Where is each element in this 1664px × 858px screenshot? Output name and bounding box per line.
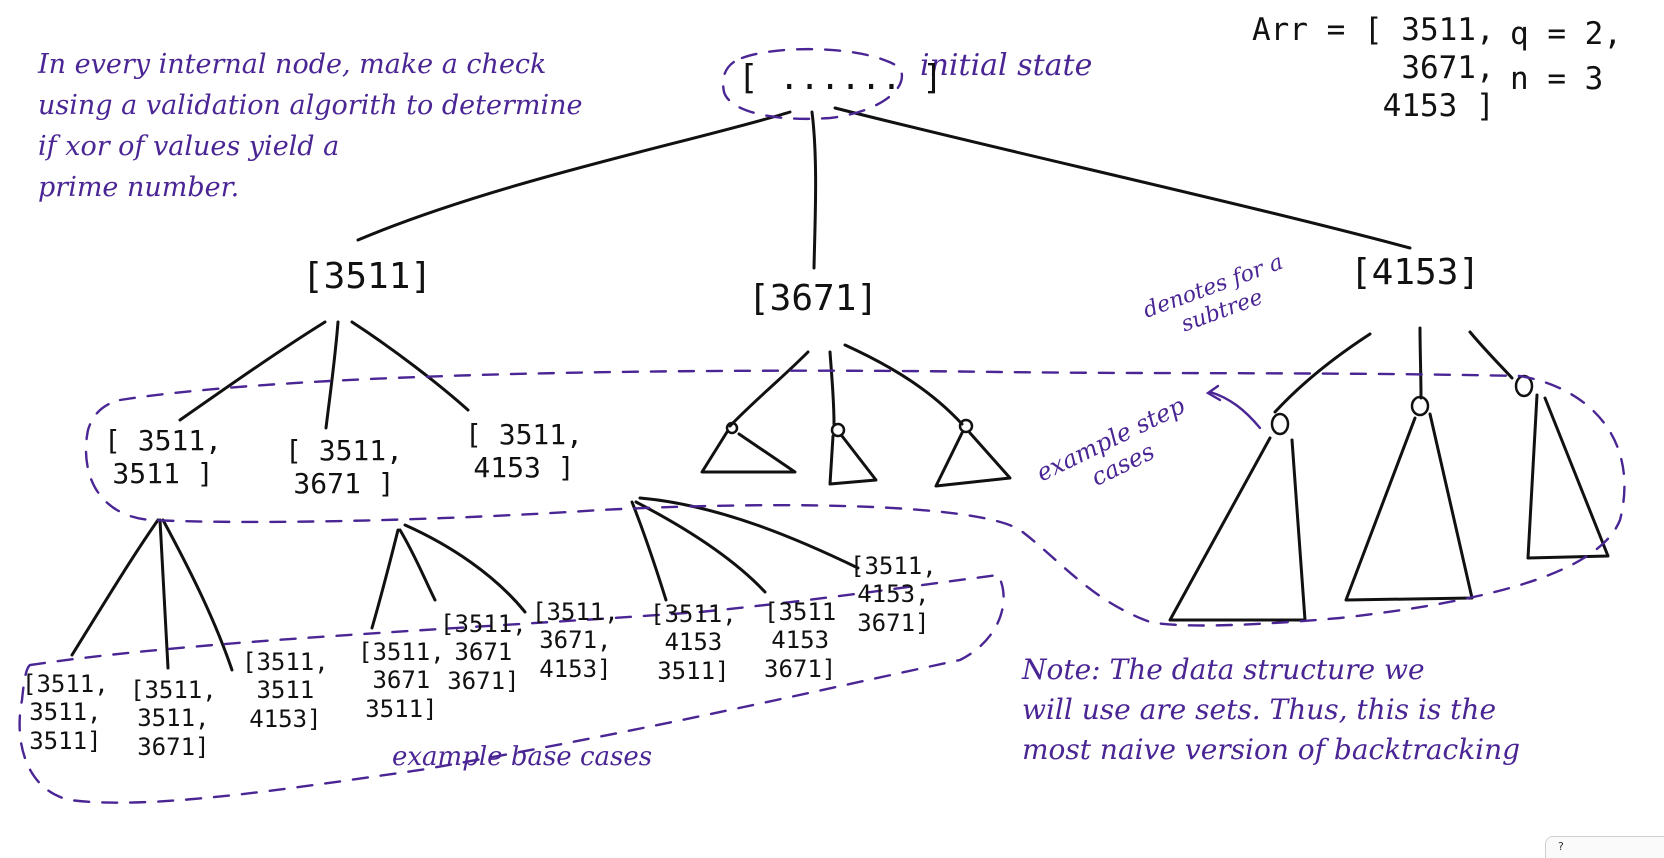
edge-3511-3511-b (158, 518, 170, 670)
edge-3511-4153-a (630, 500, 668, 602)
intro-annotation: In every internal node, make a check usi… (38, 49, 583, 204)
parameters: q = 2, n = 3 (1510, 16, 1622, 97)
subtree-node-4 (1270, 412, 1290, 436)
initial-state-label: initial state (920, 48, 1093, 83)
edge-3511-4153-c (638, 496, 860, 570)
edge-3511-3671-a (370, 528, 400, 630)
node-3511-3671: [ 3511, 3671 ] (285, 434, 404, 501)
leaf-3511-3511-3671: [3511, 3511, 3671] (130, 676, 217, 761)
node-3511-3511: [ 3511, 3511 ] (104, 424, 223, 491)
edge-3511-3511-c (161, 518, 234, 672)
edge-root-mid (810, 110, 818, 270)
help-icon: ? (1558, 840, 1564, 853)
root-dashed-outline (721, 47, 903, 121)
node-3511: [3511] (302, 256, 433, 297)
subtree-node-1 (725, 421, 739, 435)
subtree-triangle-1 (700, 430, 797, 474)
leaf-3511-4153-3671-a: [3511 4153 3671] (764, 598, 837, 683)
edge-root-left (356, 110, 792, 242)
leaf-3511-3671-4153: [3511, 3671, 4153] (532, 598, 619, 683)
edge-3511-c (350, 320, 470, 412)
subtree-triangle-3 (934, 431, 1012, 488)
root-node: [ ...... ] (738, 58, 943, 98)
subtree-triangle-5 (1344, 412, 1474, 602)
subtree-node-2 (830, 422, 846, 438)
subtree-triangle-2 (828, 434, 878, 486)
edge-3511-3671-b (398, 528, 437, 602)
subtree-node-5 (1410, 395, 1430, 417)
subtree-annotation-arrowhead (1205, 384, 1222, 402)
node-3511-4153: [ 3511, 4153 ] (465, 418, 584, 485)
edge-3671-a (728, 350, 810, 428)
base-cases-dashed-region (18, 573, 1005, 804)
node-3671: [3671] (748, 278, 879, 319)
leaf-3511-3671-3511: [3511, 3671 3511] (358, 638, 445, 723)
edge-3511-b (324, 320, 340, 430)
step-cases-dashed-region (84, 369, 1626, 627)
edge-3511-3511-a (70, 518, 160, 657)
subtree-node-3 (958, 418, 974, 434)
leaf-3511-3511-3511: [3511, 3511, 3511] (22, 670, 109, 755)
edge-3511-3671-c (403, 523, 527, 614)
leaf-3511-4153-3671-b: [3511, 4153, 3671] (850, 552, 937, 637)
subtree-annotation-arrow (1208, 390, 1262, 430)
edge-3671-c (843, 343, 964, 426)
edge-4153-c (1468, 330, 1514, 380)
leaf-3511-3511-4153: [3511, 3511 4153] (242, 648, 329, 733)
note-annotation: Note: The data structure we will use are… (1022, 653, 1521, 766)
edge-4153-a (1273, 332, 1372, 414)
help-button[interactable]: ? (1545, 836, 1664, 858)
subtree-triangle-4 (1168, 436, 1307, 622)
edge-4153-b (1418, 326, 1423, 400)
subtree-triangle-6 (1526, 393, 1610, 560)
leaf-3511-3671-3671: [3511, 3671 3671] (440, 610, 527, 695)
edge-3511-4153-b (634, 500, 767, 594)
edge-root-right (833, 106, 1412, 250)
base-cases-label: example base cases (392, 742, 653, 772)
leaf-3511-4153-3511: [3511, 4153 3511] (650, 600, 737, 685)
node-4153: [4153] (1350, 252, 1481, 293)
array-definition: Arr = [ 3511, 3671, 4153 ] (1252, 12, 1495, 124)
edge-3671-b (828, 350, 836, 426)
edge-3511-a (178, 320, 327, 422)
